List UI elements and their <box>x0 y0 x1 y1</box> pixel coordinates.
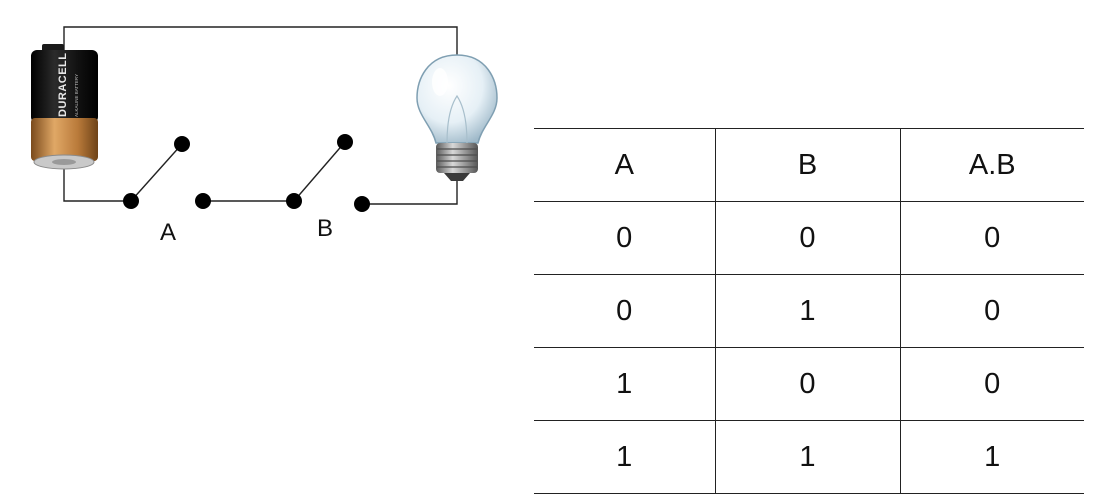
table-cell: 1 <box>714 420 900 494</box>
switch-b-contact <box>354 196 370 212</box>
series-circuit-diagram: DURACELL ALKALINE BATTERY A B <box>31 26 498 246</box>
switch-b <box>286 134 370 212</box>
table-cell: 0 <box>714 201 900 275</box>
header-a: A <box>534 128 715 202</box>
table-cell: 0 <box>899 201 1084 275</box>
table-row: 1 0 0 <box>534 347 1084 421</box>
table-cell: 1 <box>534 347 715 421</box>
table-row: 1 1 1 <box>534 420 1084 494</box>
battery-icon: DURACELL ALKALINE BATTERY <box>31 44 98 170</box>
switch-a-arm-end <box>174 136 190 152</box>
table-cell: 0 <box>899 347 1084 421</box>
truth-table-header-row: A B A.B <box>534 128 1084 202</box>
table-cell: 0 <box>714 347 900 421</box>
table-cell: 1 <box>534 420 715 494</box>
switch-a-contact <box>195 193 211 209</box>
light-bulb-icon <box>416 54 498 181</box>
switch-a-pivot <box>123 193 139 209</box>
switch-a <box>123 136 211 209</box>
header-a-and-b: A.B <box>899 128 1084 202</box>
battery-subtext: ALKALINE BATTERY <box>74 74 79 117</box>
table-cell: 1 <box>899 420 1084 494</box>
table-cell: 0 <box>534 274 715 348</box>
truth-table: A B A.B 0 0 0 0 1 0 1 0 0 1 1 1 <box>534 128 1084 494</box>
switch-b-arm-end <box>337 134 353 150</box>
table-cell: 0 <box>534 201 715 275</box>
switch-b-pivot <box>286 193 302 209</box>
switch-a-label: A <box>160 219 176 246</box>
table-row: 0 1 0 <box>534 274 1084 348</box>
switch-b-label: B <box>317 215 333 242</box>
wire-circuit <box>63 26 458 205</box>
table-row: 0 0 0 <box>534 201 1084 275</box>
header-b: B <box>714 128 900 202</box>
table-cell: 0 <box>899 274 1084 348</box>
table-cell: 1 <box>714 274 900 348</box>
battery-brand-text: DURACELL <box>57 53 69 118</box>
